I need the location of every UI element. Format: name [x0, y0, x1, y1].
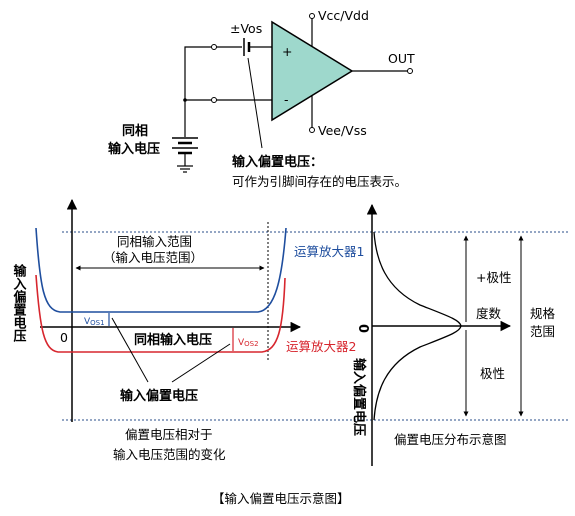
vee-label: Vee/Vss [318, 123, 367, 138]
opamp-plus-sign: + [282, 44, 292, 59]
amp2-curve [35, 274, 286, 353]
plus-polarity-label: +极性 [476, 270, 511, 285]
left-caption-2: 输入电压范围的变化 [113, 447, 226, 462]
offset-note-line-2: 可作为引脚间存在的电压表示。 [232, 174, 407, 189]
left-zero-label: 0 [60, 330, 68, 345]
pointer-line-1 [111, 317, 149, 383]
spec-range-label-2: 范围 [530, 324, 555, 339]
pointer-line-2 [171, 343, 231, 383]
pointer-label: 输入偏置电压 [120, 388, 198, 404]
opamp-circuit: + - Vcc/Vdd Vee/Vss OUT ±Vos [108, 8, 415, 189]
vos-label: ±Vos [230, 21, 262, 36]
left-x-axis-label: 同相输入电压 [134, 332, 212, 348]
minus-polarity-label: 极性 [480, 366, 505, 381]
range-label-2: （输入电压范围） [103, 250, 203, 265]
degree-label: 度数 [476, 306, 502, 321]
vos-pointer-line [247, 57, 263, 149]
vcc-terminal [309, 13, 315, 19]
common-mode-label-1: 同相 [122, 123, 148, 139]
left-y-axis-label: 输入偏置电压 [11, 263, 27, 343]
common-mode-label-2: 输入电压 [108, 141, 160, 157]
right-caption: 偏置电压分布示意图 [394, 432, 507, 447]
opamp-triangle [271, 20, 354, 122]
left-caption-1: 偏置电压相对于 [125, 427, 213, 442]
opamp-minus-sign: - [284, 92, 289, 107]
vcc-label: Vcc/Vdd [318, 8, 369, 23]
right-y-axis-label: 输入偏置电压 [351, 358, 367, 436]
plus-input-terminal [211, 44, 217, 50]
right-zero-label: 0 [355, 324, 370, 333]
distribution-curve [373, 231, 462, 421]
output-terminal [407, 68, 413, 74]
range-label-1: 同相输入范围 [117, 234, 192, 249]
common-mode-junction-dot [183, 98, 187, 102]
common-mode-wire [184, 46, 212, 137]
offset-note-line-1: 输入偏置电压： [232, 154, 323, 170]
out-label: OUT [388, 51, 415, 66]
vee-terminal [309, 127, 315, 133]
right-plot: +极性 度数 极性 规格 范围 0 输入偏置电压 偏置电压分布示意图 [351, 203, 556, 466]
vos1-label: VOS1 [84, 317, 105, 327]
minus-input-terminal [211, 97, 217, 103]
spec-range-label-1: 规格 [530, 306, 556, 321]
vos2-label: VOS2 [238, 338, 259, 348]
amp1-curve [35, 227, 287, 313]
amp1-label: 运算放大器1 [294, 244, 364, 259]
left-plot: 0 同相输入范围 （输入电压范围） 运算放大器1 运算放大器2 VOS1 VOS… [11, 198, 570, 462]
footer-title: 【输入偏置电压示意图】 [212, 491, 350, 506]
amp2-label: 运算放大器2 [286, 339, 356, 354]
